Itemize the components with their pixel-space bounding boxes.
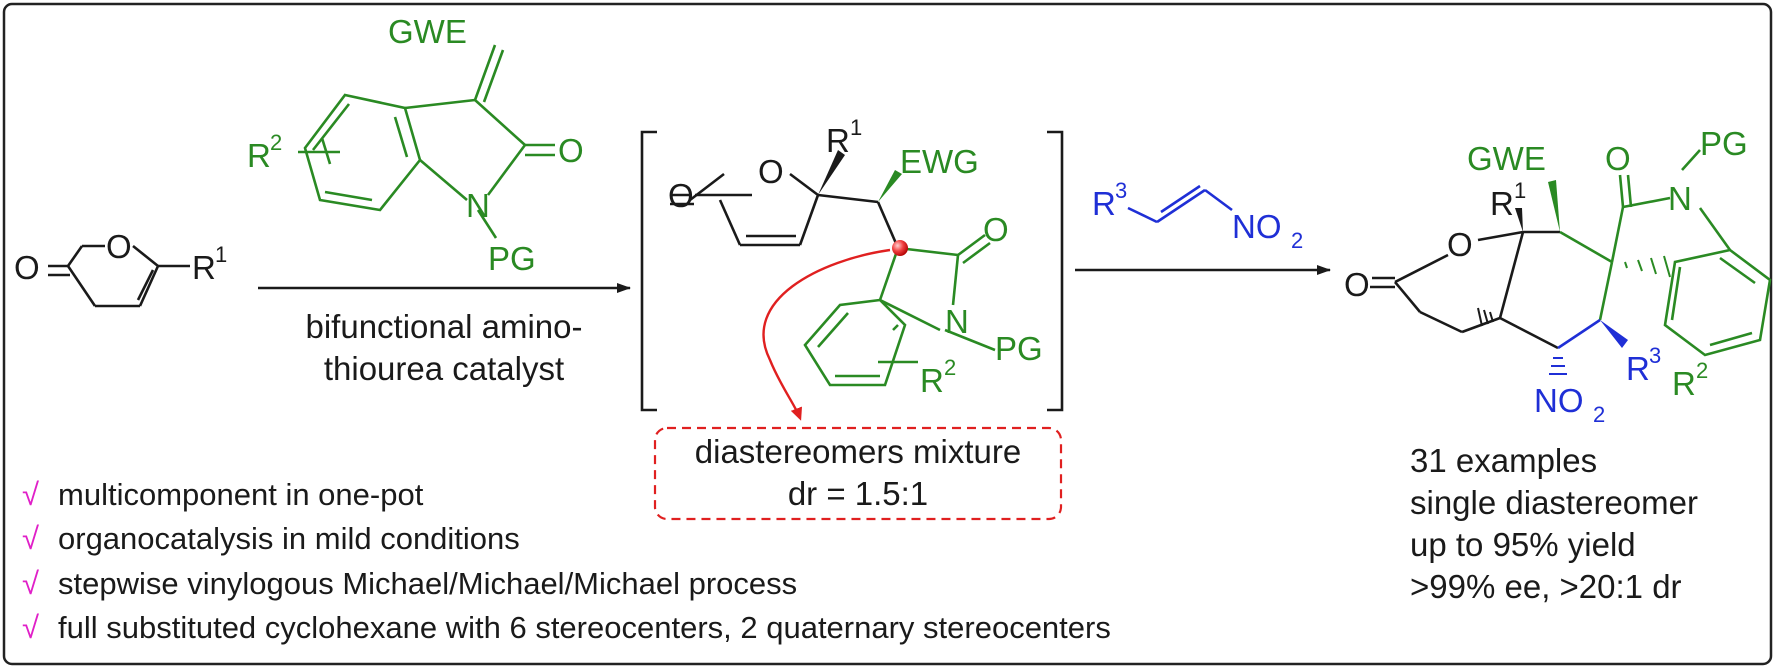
reactant-butenolide [48,244,190,308]
reactant1-r1-sup: 1 [215,242,227,267]
product-r3-sup: 3 [1649,343,1661,368]
no2-hash [1549,357,1567,375]
product-no2: NO [1534,382,1584,419]
intermediate-r1: R [826,122,850,159]
reagent-carbonyl-o: O [558,132,584,169]
mixture-box [653,426,1063,521]
hash-bonds [1477,307,1494,327]
intermediate-brackets [640,130,1064,412]
product-carbonyl-o: O [1344,266,1370,303]
product-pg: PG [1700,125,1748,162]
spiro-hash [1624,255,1671,278]
product-gwe: GWE [1467,140,1546,177]
mixture-line1: diastereomers mixture [695,433,1021,470]
result-line-2: single diastereomer [1410,484,1698,521]
reagent-methyleneindolinone [298,44,555,239]
intermediate-pg: PG [995,330,1043,367]
feature-item-4: full substituted cyclohexane with 6 ster… [58,610,1111,645]
intermediate-r2: R [920,362,944,399]
catalyst-label-line1: bifunctional amino- [306,308,583,345]
epimerization-arrow [762,248,891,421]
result-line-1: 31 examples [1410,442,1597,479]
intermediate-n: N [945,303,969,340]
result-line-3: up to 95% yield [1410,526,1636,563]
product-ox-o: O [1605,140,1631,177]
feature-check-2: √ [22,521,39,556]
gwe-wedge [1548,180,1560,232]
reagent-r2: R [247,137,271,174]
nitroalkene-r3-sup: 3 [1115,178,1127,203]
reactant1-r1: R [192,249,216,286]
feature-item-3: stepwise vinylogous Michael/Michael/Mich… [58,566,797,601]
nitroalkene-no2-sub: 2 [1291,228,1303,253]
feature-item-1: multicomponent in one-pot [58,477,424,512]
reagent-pg: PG [488,240,536,277]
feature-check-3: √ [22,566,39,601]
reactant1-ring-o: O [106,228,132,265]
feature-item-2: organocatalysis in mild conditions [58,521,520,556]
intermediate-ring-o: O [758,153,784,190]
wedge-bond [818,150,845,195]
product-r1-sup: 1 [1514,178,1526,203]
product-r1: R [1490,185,1514,222]
feature-check-4: √ [22,610,39,645]
ewg-wedge [878,170,902,202]
catalyst-label-line2: thiourea catalyst [324,350,564,387]
reagent-r2-sup: 2 [270,130,282,155]
product-r2-sup: 2 [1696,358,1708,383]
product-r3: R [1626,350,1650,387]
product-no2-sub: 2 [1593,402,1605,427]
nitroalkene-r3: R [1092,185,1116,222]
reagent-gwe: GWE [388,13,467,50]
intermediate-r1-sup: 1 [850,115,862,140]
result-line-4: >99% ee, >20:1 dr [1410,568,1682,605]
mixture-line2: dr = 1.5:1 [788,475,928,512]
intermediate-butenolide [670,172,900,249]
product-blue-bonds [1557,318,1601,350]
r1-hashed-bond [1515,208,1523,232]
product-n: N [1668,180,1692,217]
product-r2: R [1672,365,1696,402]
feature-check-1: √ [22,477,39,512]
product-lactone [1370,230,1560,350]
r3-wedge [1600,320,1628,348]
stereocenter-marker [892,240,908,256]
intermediate-r2-sup: 2 [944,355,956,380]
reactant1-carbonyl-o: O [14,249,40,286]
reagent-n: N [466,187,490,224]
intermediate-carbonyl-o: O [668,177,694,214]
intermediate-oxindole [803,233,996,387]
product-cyclohexane-green [1559,149,1772,357]
intermediate-ewg: EWG [900,143,979,180]
nitroalkene-no2: NO [1232,208,1282,245]
intermediate-ox-o: O [983,211,1009,248]
nitroalkene [1127,184,1233,224]
product-ring-o: O [1447,226,1473,263]
